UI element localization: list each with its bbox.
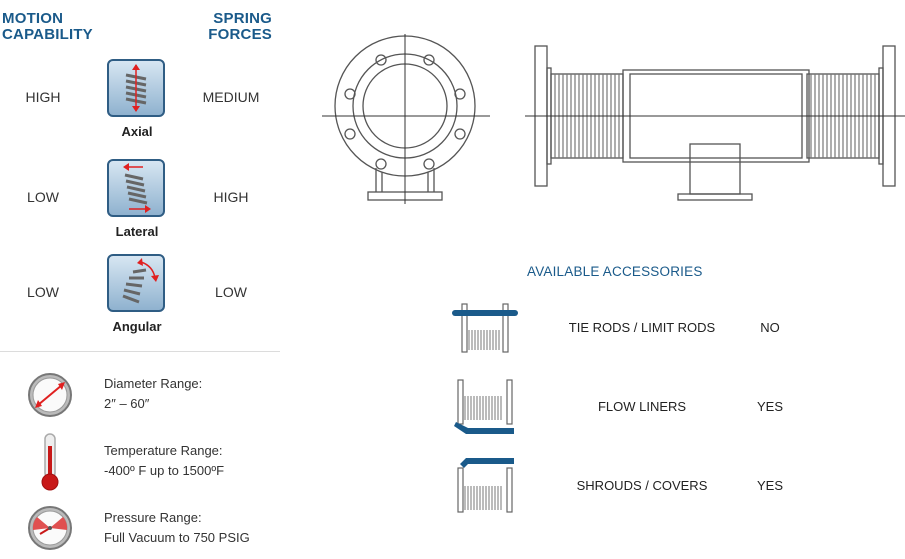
motion-header-line1: MOTION [2, 10, 64, 27]
temperature-spec: Temperature Range: -400º F up to 1500ºF [104, 441, 224, 481]
lateral-spring-icon [107, 159, 165, 217]
spring-forces-header: SPRING FORCES [196, 11, 272, 43]
angular-capability: LOW [27, 284, 59, 300]
pressure-value: Full Vacuum to 750 PSIG [104, 530, 250, 545]
angular-spring-icon [107, 254, 165, 312]
flow-liner-value: YES [756, 399, 783, 414]
thermometer-icon [37, 432, 63, 497]
tie-rods-icon [450, 302, 520, 359]
lateral-capability: LOW [27, 189, 59, 205]
section-divider [0, 351, 280, 352]
tie-rods-name: TIE RODS / LIMIT RODS [568, 320, 716, 335]
pressure-spec: Pressure Range: Full Vacuum to 750 PSIG [104, 508, 250, 548]
shroud-name: SHROUDS / COVERS [576, 478, 708, 493]
diameter-value: 2″ – 60″ [104, 396, 150, 411]
diameter-gauge-icon [26, 371, 74, 424]
flow-liner-name: FLOW LINERS [597, 399, 687, 414]
axial-force: MEDIUM [202, 89, 260, 105]
axial-spring-icon [107, 59, 165, 117]
lateral-label: Lateral [115, 224, 159, 239]
accessories-title: AVAILABLE ACCESSORIES [527, 264, 703, 279]
flow-liner-icon [450, 378, 520, 441]
lateral-force: HIGH [213, 189, 249, 205]
temperature-value: -400º F up to 1500ºF [104, 463, 225, 478]
angular-force: LOW [215, 284, 247, 300]
pressure-title: Pressure Range: [104, 510, 202, 525]
spring-header-line1: SPRING [213, 10, 272, 27]
temperature-title: Temperature Range: [104, 443, 223, 458]
expansion-joint-side-view-drawing [525, 45, 905, 201]
diameter-spec: Diameter Range: 2″ – 60″ [104, 374, 202, 414]
angular-label: Angular [112, 319, 162, 334]
spring-header-line2: FORCES [208, 26, 272, 43]
axial-label: Axial [121, 124, 153, 139]
shroud-icon [450, 456, 520, 519]
shroud-value: YES [756, 478, 783, 493]
pressure-gauge-icon [26, 504, 74, 557]
diameter-title: Diameter Range: [104, 376, 203, 391]
motion-capability-header: MOTION CAPABILITY [2, 11, 93, 43]
axial-capability: HIGH [25, 89, 61, 105]
tie-rods-value: NO [760, 320, 780, 335]
motion-header-line2: CAPABILITY [2, 26, 93, 43]
flange-end-view-drawing [322, 34, 490, 204]
